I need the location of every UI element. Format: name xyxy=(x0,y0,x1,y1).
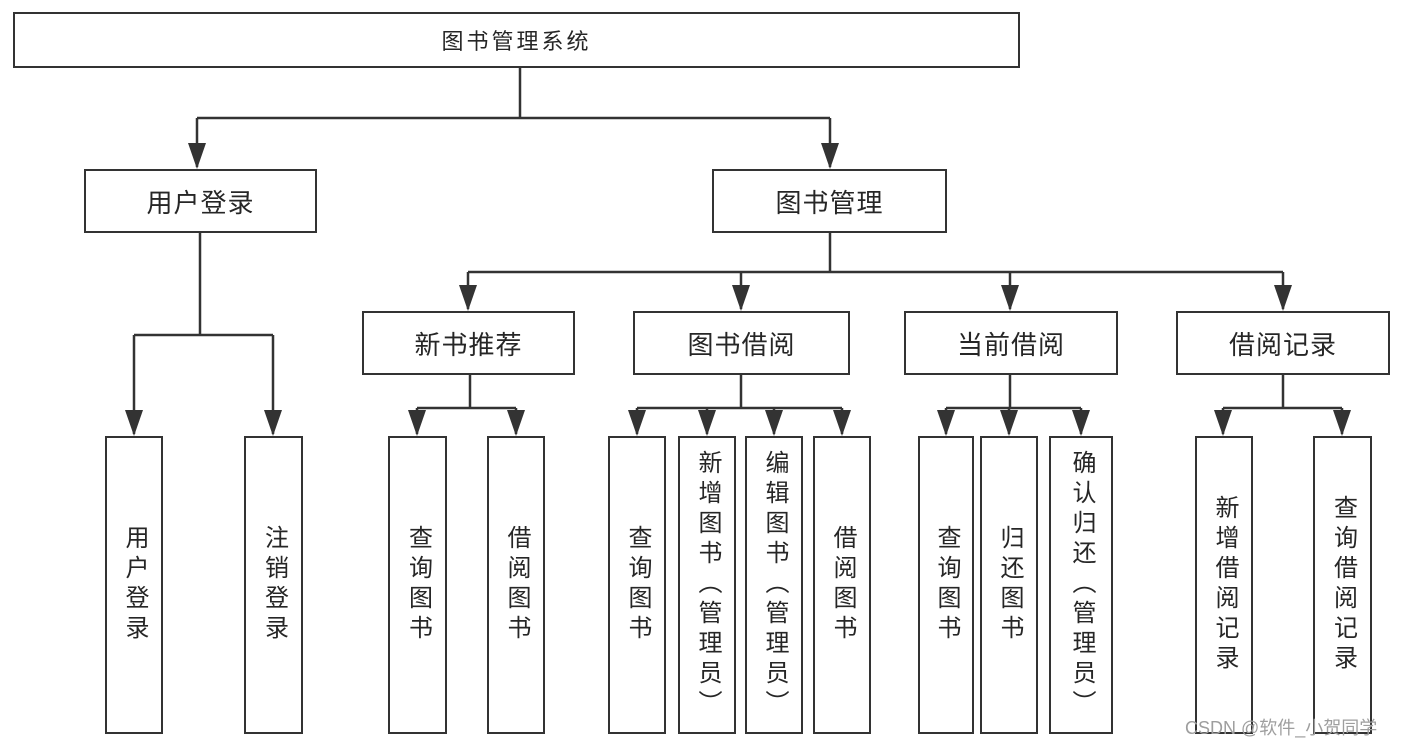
arrowhead-icon xyxy=(833,410,851,436)
tree-edges xyxy=(132,68,1344,434)
leaf-logout: 注销登录 xyxy=(244,436,303,734)
arrowhead-icon xyxy=(1333,410,1351,436)
arrowhead-icon xyxy=(1001,285,1019,311)
arrowhead-icon xyxy=(408,410,426,436)
arrowhead-icon xyxy=(1214,410,1232,436)
arrowhead-icon xyxy=(765,410,783,436)
leaf-add-books-admin: 新增图书（管理员） xyxy=(678,436,736,734)
leaf-confirm-return-admin: 确认归还（管理员） xyxy=(1049,436,1113,734)
arrowhead-icon xyxy=(1072,410,1090,436)
node-current-borrow: 当前借阅 xyxy=(904,311,1118,375)
node-book-borrow: 图书借阅 xyxy=(633,311,850,375)
arrowhead-icon xyxy=(125,410,143,436)
node-book-management: 图书管理 xyxy=(712,169,947,233)
node-root: 图书管理系统 xyxy=(13,12,1020,68)
leaf-borrow-books: 借阅图书 xyxy=(813,436,871,734)
arrowhead-icon xyxy=(937,410,955,436)
node-borrow-records: 借阅记录 xyxy=(1176,311,1390,375)
arrowhead-icon xyxy=(188,143,206,169)
arrowheads xyxy=(125,143,1351,436)
leaf-user-login: 用户登录 xyxy=(105,436,163,734)
arrowhead-icon xyxy=(1000,410,1018,436)
leaf-edit-books-admin: 编辑图书（管理员） xyxy=(745,436,803,734)
arrowhead-icon xyxy=(1274,285,1292,311)
arrowhead-icon xyxy=(507,410,525,436)
node-new-book-recommend: 新书推荐 xyxy=(362,311,575,375)
arrowhead-icon xyxy=(732,285,750,311)
leaf-query-books-borrow: 查询图书 xyxy=(608,436,666,734)
csdn-watermark: CSDN @软件_小贺同学 xyxy=(1185,718,1378,738)
arrowhead-icon xyxy=(821,143,839,169)
leaf-borrow-books-recommend: 借阅图书 xyxy=(487,436,545,734)
leaf-query-books-current: 查询图书 xyxy=(918,436,974,734)
leaf-query-books-recommend: 查询图书 xyxy=(388,436,447,734)
arrowhead-icon xyxy=(698,410,716,436)
arrowhead-icon xyxy=(264,410,282,436)
leaf-return-books: 归还图书 xyxy=(980,436,1038,734)
leaf-query-borrow-record: 查询借阅记录 xyxy=(1313,436,1372,734)
node-user-login: 用户登录 xyxy=(84,169,317,233)
arrowhead-icon xyxy=(628,410,646,436)
leaf-add-borrow-record: 新增借阅记录 xyxy=(1195,436,1253,734)
arrowhead-icon xyxy=(459,285,477,311)
